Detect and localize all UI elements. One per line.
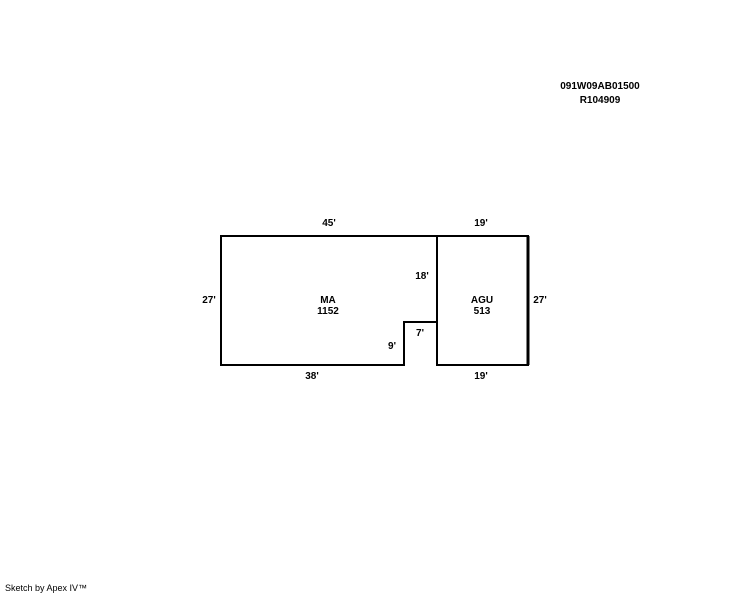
main-area-code: MA: [320, 295, 336, 306]
sketch-credit: Sketch by Apex IV™: [5, 583, 88, 593]
dimension-main-left: 27': [202, 295, 216, 306]
dimension-main-right-upper: 18': [415, 271, 429, 282]
parcel-account-number: R104909: [579, 95, 621, 106]
garage-area-sqft: 513: [473, 306, 491, 317]
dimension-garage-right: 27': [533, 295, 547, 306]
dimension-notch-height: 9': [388, 341, 396, 352]
dimension-main-top: 45': [322, 218, 336, 229]
parcel-map-number: 091W09AB01500: [560, 81, 640, 92]
dimension-garage-top: 19': [474, 218, 488, 229]
dimension-garage-bottom: 19': [474, 371, 488, 382]
main-area-sqft: 1152: [317, 306, 339, 317]
dimension-main-bottom: 38': [305, 371, 319, 382]
garage-area-code: AGU: [470, 295, 494, 306]
dimension-notch-width: 7': [416, 328, 424, 339]
